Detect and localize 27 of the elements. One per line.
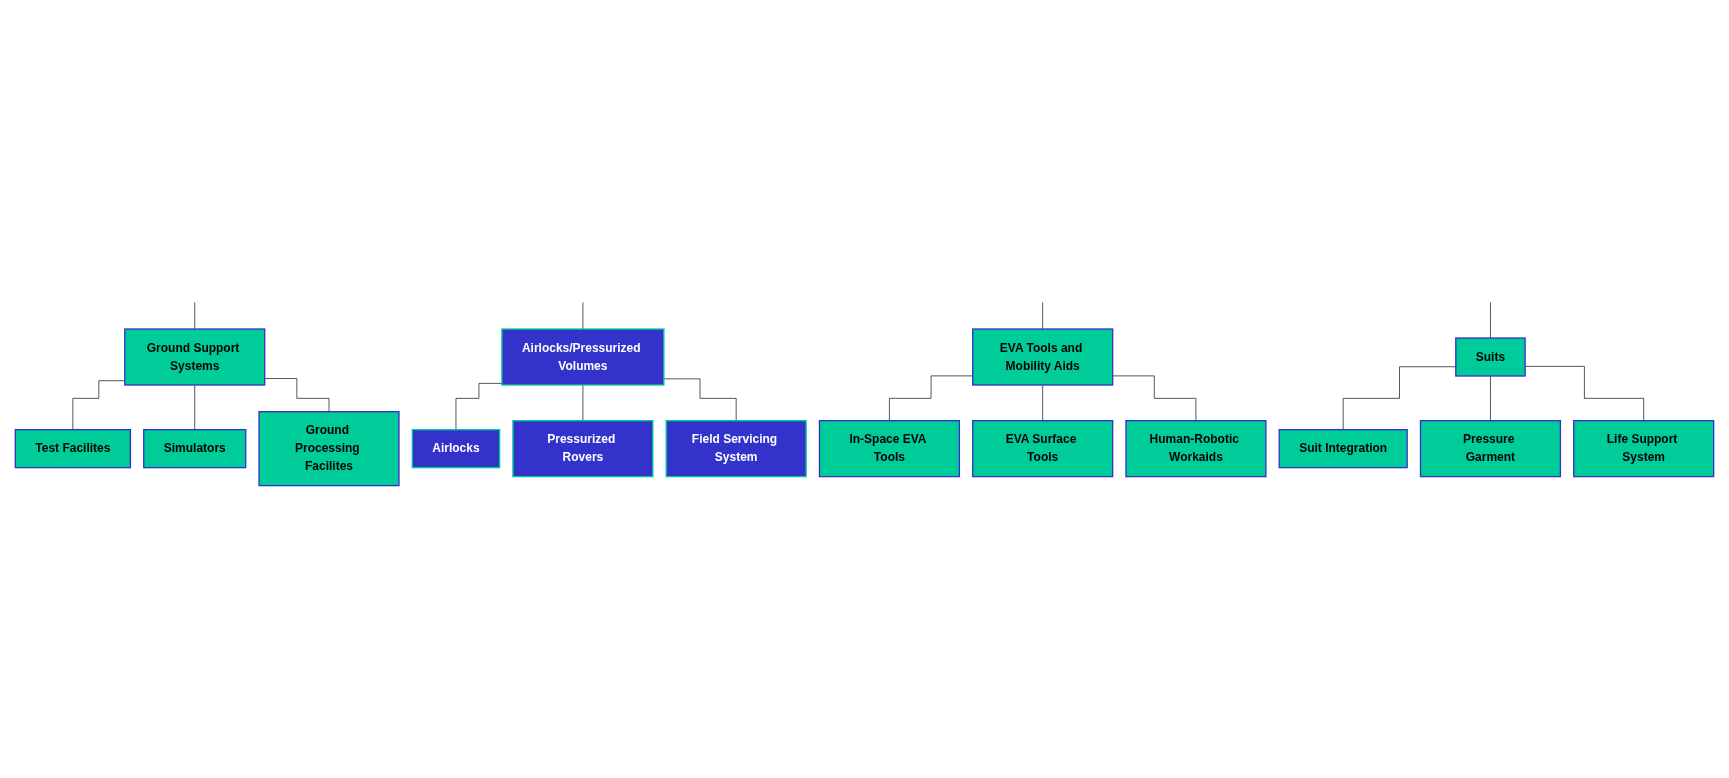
connector-line xyxy=(1112,375,1197,421)
connector-line xyxy=(194,302,196,330)
category-box: Airlocks/Pressurized Volumes xyxy=(501,328,665,386)
category-box: Test Facilites xyxy=(14,429,132,469)
category-box: EVA Surface Tools xyxy=(972,420,1114,478)
connector-line xyxy=(194,384,196,430)
connector-line xyxy=(264,378,330,412)
connector-line xyxy=(582,384,584,421)
category-box: Suit Integration xyxy=(1278,429,1408,469)
category-box: Field Servicing System xyxy=(665,420,807,478)
category-box: Suits xyxy=(1455,337,1526,377)
category-box: In-Space EVA Tools xyxy=(818,420,961,478)
connector-line xyxy=(1042,384,1043,421)
connector-line xyxy=(1490,302,1491,339)
connector-line xyxy=(663,378,737,421)
category-box: Pressure Garment xyxy=(1419,420,1562,478)
category-box: Ground Support Systems xyxy=(124,328,266,386)
category-box: Ground Processing Facilites xyxy=(258,411,400,487)
connector-line xyxy=(1490,375,1491,421)
connector-line xyxy=(582,302,584,330)
category-box: Pressurized Rovers xyxy=(512,420,654,478)
category-box: Life Support System xyxy=(1573,420,1715,478)
category-box: Airlocks xyxy=(411,429,501,469)
category-box: Human-Robotic Workaids xyxy=(1125,420,1267,478)
category-box: Simulators xyxy=(143,429,247,469)
category-box: EVA Tools and Mobility Aids xyxy=(972,328,1114,386)
connector-line xyxy=(1042,302,1043,330)
